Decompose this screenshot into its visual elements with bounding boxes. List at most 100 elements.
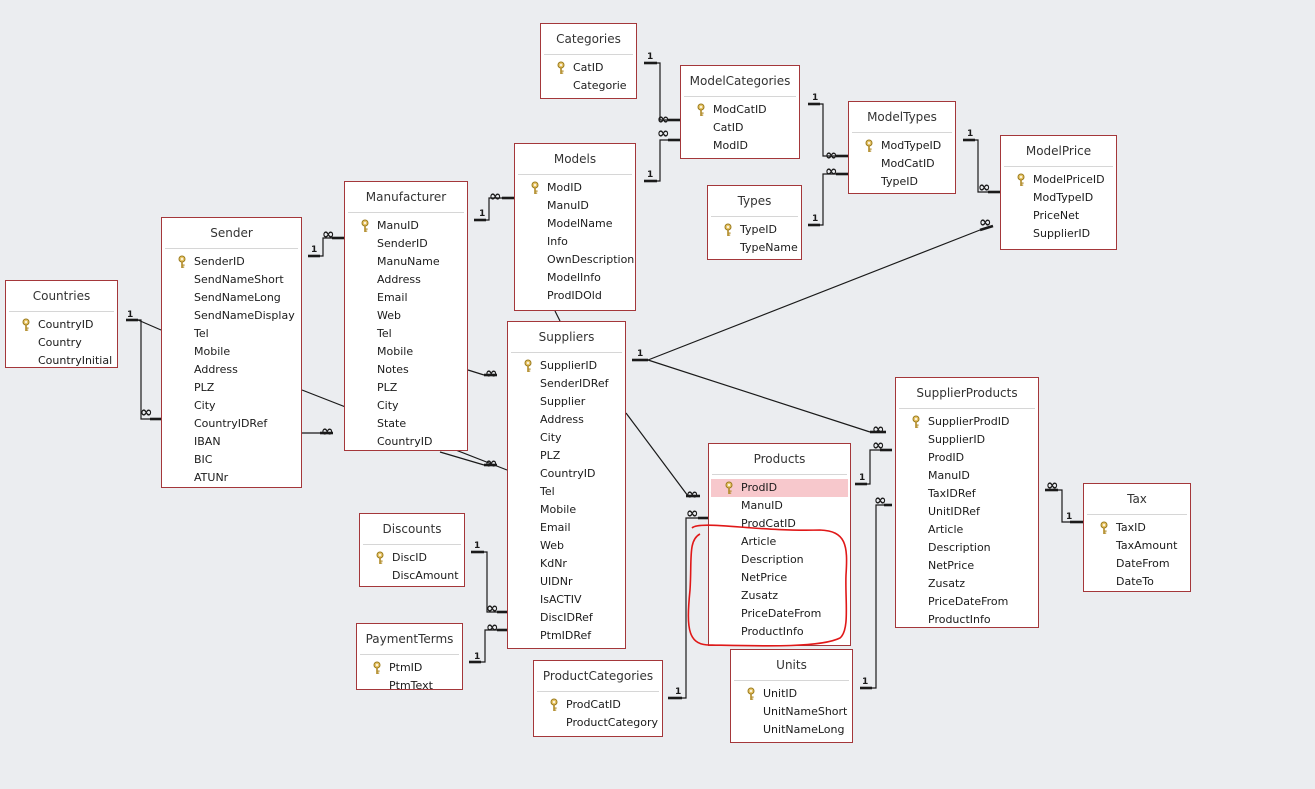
- field-row[interactable]: ATUNr: [162, 469, 301, 487]
- primary-key-field[interactable]: ModTypeID: [849, 137, 955, 155]
- field-row[interactable]: CountryInitial: [6, 352, 117, 370]
- field-row[interactable]: Mobile: [162, 343, 301, 361]
- field-row[interactable]: ModelInfo: [515, 269, 635, 287]
- primary-key-field[interactable]: CountryID: [6, 316, 117, 334]
- field-row[interactable]: CatID: [681, 119, 799, 137]
- field-row[interactable]: DiscAmount: [360, 567, 464, 585]
- field-row[interactable]: TaxAmount: [1084, 537, 1190, 555]
- field-row[interactable]: OwnDescription: [515, 251, 635, 269]
- field-row[interactable]: PtmIDRef: [508, 627, 625, 645]
- field-row[interactable]: Tel: [508, 483, 625, 501]
- field-row[interactable]: UnitNameLong: [731, 721, 852, 739]
- field-row[interactable]: ProductInfo: [709, 623, 850, 641]
- primary-key-field[interactable]: ModelPriceID: [1001, 171, 1116, 189]
- primary-key-field[interactable]: TypeID: [708, 221, 801, 239]
- field-row[interactable]: Tel: [162, 325, 301, 343]
- field-row[interactable]: PriceDateFrom: [709, 605, 850, 623]
- field-row[interactable]: SupplierID: [896, 431, 1038, 449]
- field-row[interactable]: City: [508, 429, 625, 447]
- field-row[interactable]: TypeName: [708, 239, 801, 257]
- field-row[interactable]: Address: [162, 361, 301, 379]
- field-row[interactable]: Supplier: [508, 393, 625, 411]
- field-row[interactable]: Mobile: [345, 343, 467, 361]
- field-row[interactable]: Web: [508, 537, 625, 555]
- field-row[interactable]: SendNameShort: [162, 271, 301, 289]
- field-row[interactable]: DateTo: [1084, 573, 1190, 591]
- field-row[interactable]: Zusatz: [896, 575, 1038, 593]
- field-row[interactable]: Tel: [345, 325, 467, 343]
- field-row[interactable]: ModTypeID: [1001, 189, 1116, 207]
- field-row[interactable]: TaxIDRef: [896, 485, 1038, 503]
- field-row[interactable]: NetPrice: [709, 569, 850, 587]
- field-row[interactable]: UnitNameShort: [731, 703, 852, 721]
- field-row[interactable]: Zusatz: [709, 587, 850, 605]
- field-row[interactable]: Address: [508, 411, 625, 429]
- field-row[interactable]: ModCatID: [849, 155, 955, 173]
- primary-key-field[interactable]: SupplierID: [508, 357, 625, 375]
- primary-key-field[interactable]: ModCatID: [681, 101, 799, 119]
- field-row[interactable]: UIDNr: [508, 573, 625, 591]
- field-row[interactable]: KdNr: [508, 555, 625, 573]
- field-row[interactable]: BIC: [162, 451, 301, 469]
- field-row[interactable]: UnitIDRef: [896, 503, 1038, 521]
- field-row[interactable]: Description: [896, 539, 1038, 557]
- field-row[interactable]: CountryID: [345, 433, 467, 451]
- field-row[interactable]: Categorie: [541, 77, 636, 95]
- field-row[interactable]: Email: [345, 289, 467, 307]
- field-row[interactable]: Description: [709, 551, 850, 569]
- field-row[interactable]: DiscIDRef: [508, 609, 625, 627]
- field-row[interactable]: Country: [6, 334, 117, 352]
- primary-key-field[interactable]: ManuID: [345, 217, 467, 235]
- field-row[interactable]: IsACTIV: [508, 591, 625, 609]
- primary-key-field[interactable]: SenderID: [162, 253, 301, 271]
- field-row[interactable]: ModelName: [515, 215, 635, 233]
- field-row[interactable]: PLZ: [162, 379, 301, 397]
- field-row[interactable]: City: [345, 397, 467, 415]
- primary-key-field[interactable]: ProdCatID: [534, 696, 662, 714]
- field-row[interactable]: DateFrom: [1084, 555, 1190, 573]
- primary-key-field[interactable]: ModID: [515, 179, 635, 197]
- field-row[interactable]: ManuID: [709, 497, 850, 515]
- field-row[interactable]: ManuID: [515, 197, 635, 215]
- field-row[interactable]: SenderIDRef: [508, 375, 625, 393]
- field-row[interactable]: Address: [345, 271, 467, 289]
- primary-key-field[interactable]: CatID: [541, 59, 636, 77]
- field-row[interactable]: Article: [896, 521, 1038, 539]
- field-row[interactable]: Email: [508, 519, 625, 537]
- field-row[interactable]: Info: [515, 233, 635, 251]
- field-row[interactable]: TypeID: [849, 173, 955, 191]
- field-row[interactable]: ProductInfo: [896, 611, 1038, 629]
- primary-key-field[interactable]: PtmID: [357, 659, 462, 677]
- primary-key-field[interactable]: UnitID: [731, 685, 852, 703]
- field-row[interactable]: Mobile: [508, 501, 625, 519]
- field-row[interactable]: City: [162, 397, 301, 415]
- field-row[interactable]: CountryIDRef: [162, 415, 301, 433]
- field-row[interactable]: Web: [345, 307, 467, 325]
- field-row[interactable]: PriceNet: [1001, 207, 1116, 225]
- field-row[interactable]: NetPrice: [896, 557, 1038, 575]
- field-row[interactable]: ManuName: [345, 253, 467, 271]
- primary-key-field[interactable]: SupplierProdID: [896, 413, 1038, 431]
- field-row[interactable]: SenderID: [345, 235, 467, 253]
- field-row[interactable]: PriceDateFrom: [896, 593, 1038, 611]
- field-row[interactable]: SupplierID: [1001, 225, 1116, 243]
- field-row[interactable]: CountryID: [508, 465, 625, 483]
- field-row[interactable]: PLZ: [508, 447, 625, 465]
- field-row[interactable]: ManuID: [896, 467, 1038, 485]
- primary-key-field[interactable]: DiscID: [360, 549, 464, 567]
- field-row[interactable]: Article: [709, 533, 850, 551]
